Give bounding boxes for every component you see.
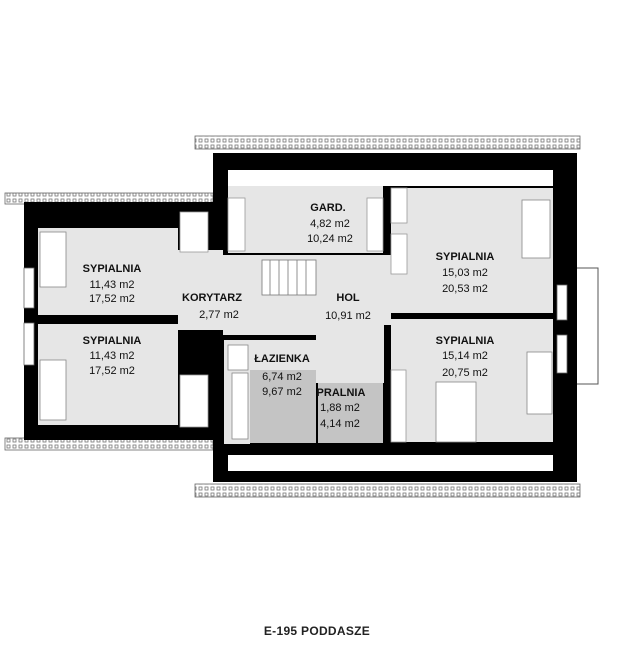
- room-area-total: 4,14 m2: [320, 418, 360, 430]
- roof-edges: [4, 135, 581, 498]
- kneewall-top: [228, 170, 553, 186]
- room-area-total: 20,75 m2: [442, 367, 488, 379]
- stairs: [261, 259, 317, 296]
- room-name-korytarz: KORYTARZ: [182, 292, 242, 304]
- room-area-net: 10,91 m2: [325, 310, 371, 322]
- plan-caption: E-195 PODDASZE: [263, 624, 371, 638]
- room-name-hol: HOL: [336, 292, 360, 304]
- room-name-gard: GARD.: [310, 202, 345, 214]
- wardrobes: [179, 187, 408, 443]
- room-area-net: 2,77 m2: [199, 309, 239, 321]
- room-area-net: 11,43 m2: [89, 279, 134, 291]
- room-area-net: 6,74 m2: [262, 371, 302, 383]
- room-area-net: 11,43 m2: [89, 350, 134, 362]
- room-name-pralnia: PRALNIA: [317, 387, 366, 399]
- room-area-total: 17,52 m2: [89, 293, 135, 305]
- room-area-net: 4,82 m2: [310, 218, 350, 230]
- furniture: [39, 199, 553, 443]
- room-labels: GARD. 4,82 m2 10,24 m2 SYPIALNIA 11,43 m…: [83, 202, 495, 430]
- room-area-total: 9,67 m2: [262, 386, 302, 398]
- room-name-bedroom: SYPIALNIA: [83, 335, 142, 347]
- room-area-total: 17,52 m2: [89, 365, 135, 377]
- room-area-net: 1,88 m2: [320, 402, 360, 414]
- room-name-bedroom: SYPIALNIA: [436, 251, 495, 263]
- room-area-total: 10,24 m2: [307, 233, 353, 245]
- room-area-net: 15,14 m2: [442, 350, 488, 362]
- room-name-bedroom: SYPIALNIA: [83, 263, 142, 275]
- room-area-total: 20,53 m2: [442, 283, 488, 295]
- kneewall-bottom: [228, 455, 553, 471]
- room-name-bedroom: SYPIALNIA: [436, 335, 495, 347]
- windows: [23, 267, 568, 374]
- room-name-lazienka: ŁAZIENKA: [254, 353, 310, 365]
- room-area-net: 15,03 m2: [442, 267, 488, 279]
